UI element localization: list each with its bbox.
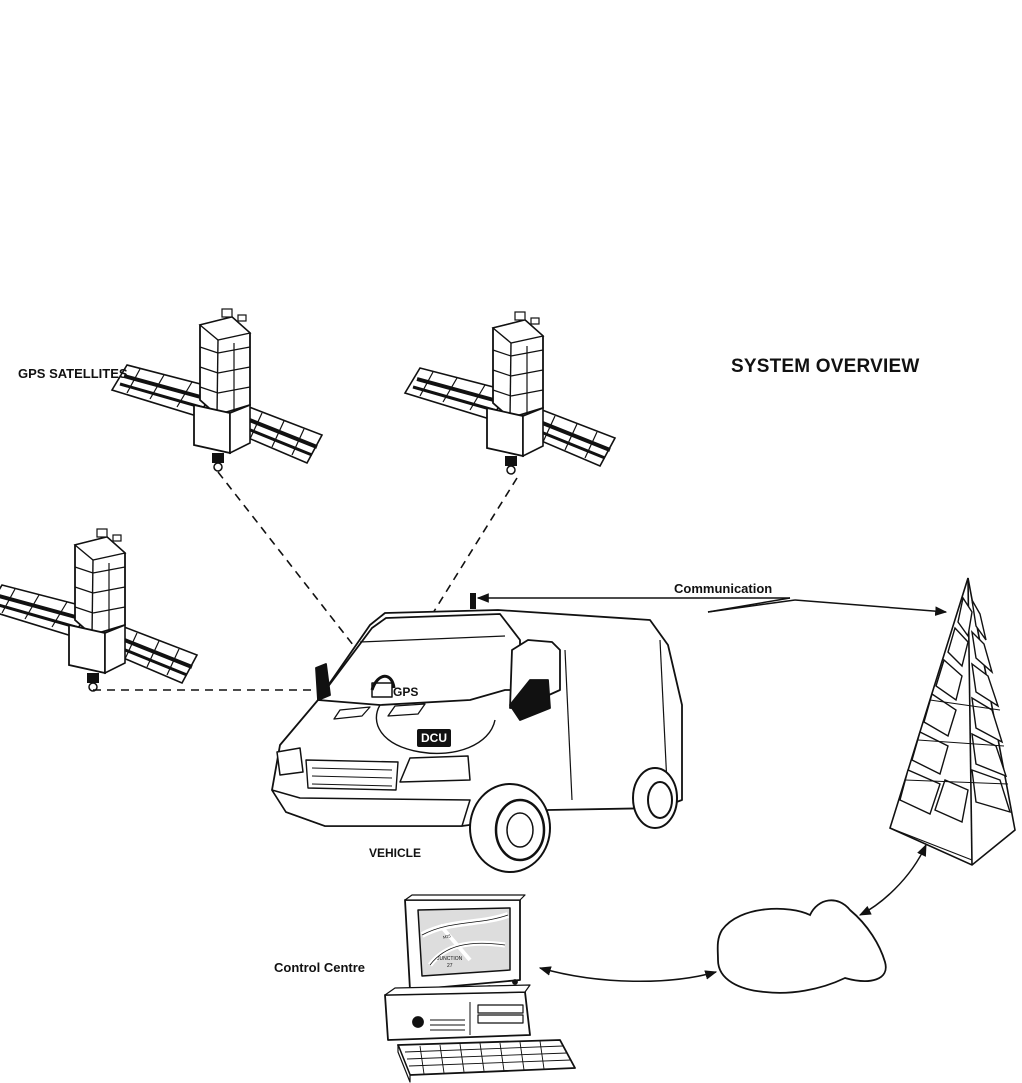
dcu-label: DCU: [417, 729, 451, 747]
gps-unit-label: GPS: [393, 686, 418, 698]
satellite-icon-1: [112, 309, 322, 471]
vehicle-label: VEHICLE: [369, 847, 421, 859]
satellite-icon-2: [405, 312, 615, 474]
monitor-screen-text-line1: JUNCTION: [437, 957, 462, 962]
monitor-screen-text-line2: 27: [447, 964, 453, 969]
satellite-icon-3: [0, 529, 197, 691]
radio-tower-icon: [890, 578, 1015, 865]
gps-satellites-label: GPS SATELLITES: [18, 367, 128, 380]
control-centre-label: Control Centre: [274, 961, 365, 974]
computer-icon: [385, 895, 575, 1082]
diagram-title: SYSTEM OVERVIEW: [731, 357, 919, 376]
van-icon: [272, 593, 682, 872]
communication-label: Communication: [674, 582, 772, 595]
